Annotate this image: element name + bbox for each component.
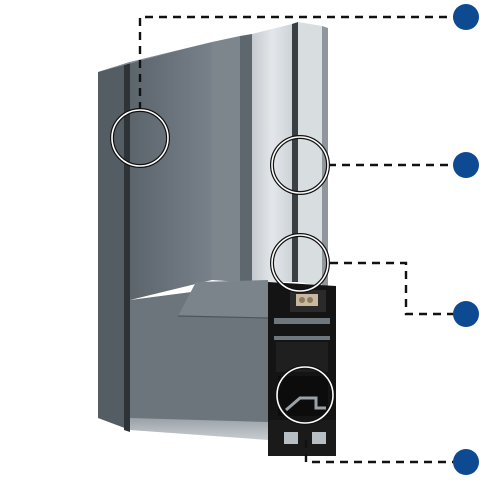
rail-seam: [177, 315, 269, 319]
sash-inner-edge: [240, 34, 252, 282]
thermal-chamber: [278, 376, 328, 416]
highlight-ring-3-inner: [271, 234, 329, 292]
outer-frame-front: [130, 42, 212, 300]
glass-pane-spacer: [292, 22, 298, 282]
glass-pane-outer: [252, 24, 292, 282]
gasket-detail: [299, 297, 305, 303]
frame-groove: [124, 62, 130, 432]
outer-frame-face: [98, 62, 130, 430]
leader-line-1: [138, 15, 466, 110]
sill-clip: [284, 432, 298, 444]
highlight-ring-4-inner: [276, 366, 334, 424]
sill-clip: [312, 432, 326, 444]
highlight-ring-1-inner: [111, 109, 169, 167]
leader-line-4: [304, 440, 466, 464]
outer-frame-lower-front: [130, 282, 268, 430]
callout-marker-2[interactable]: [453, 152, 479, 178]
glass-pane-inner: [298, 22, 322, 286]
callout-marker-3[interactable]: [453, 301, 479, 327]
gasket-detail: [307, 297, 313, 303]
sash-profile: [212, 36, 240, 282]
callout-marker-1[interactable]: [453, 4, 479, 30]
bottom-rail-top: [178, 280, 268, 318]
leader-line-3: [330, 261, 466, 316]
chamber-wall: [274, 318, 330, 324]
thermal-break-strip: [285, 396, 326, 412]
chamber-wall: [274, 336, 330, 340]
highlight-ring-2-inner: [271, 136, 329, 194]
sill-base: [130, 418, 268, 440]
callout-marker-4[interactable]: [453, 449, 479, 475]
